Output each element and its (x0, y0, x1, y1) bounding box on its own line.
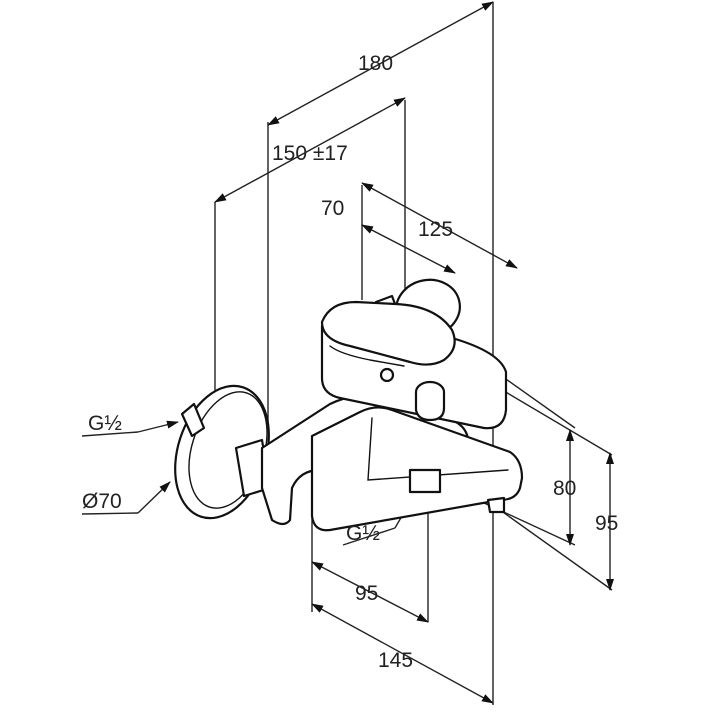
dim-line-145 (311, 603, 494, 704)
dim-label-80: 80 (553, 477, 576, 500)
dim-label-95-width: 95 (355, 582, 378, 605)
dim-line-150 (214, 97, 406, 203)
rosette-diameter-label: Ø70 (82, 490, 122, 513)
dim-line-125 (361, 182, 518, 269)
dim-label-180: 180 (358, 52, 393, 75)
dim-label-95-height: 95 (595, 512, 618, 535)
leader-rosette-diameter (137, 481, 171, 514)
dim-label-70: 70 (321, 197, 344, 220)
leader-rosette-underline (81, 512, 139, 515)
ext-line-spout-bottom (492, 504, 613, 591)
spout-inner-edge (367, 417, 509, 481)
dim-label-125: 125 (418, 218, 453, 241)
outlet-thread-label: G½ (346, 522, 380, 545)
leader-inlet-thread (137, 420, 179, 433)
inlet-thread-label: G½ (88, 412, 122, 435)
outlet-nut (408, 468, 442, 494)
diverter-pin (379, 367, 395, 383)
dimension-lines (81, 1, 614, 704)
inlet-thread-stub (180, 402, 206, 438)
dimension-labels: 180 150 ±17 70 125 80 95 95 145 G½ Ø70 G… (82, 52, 618, 672)
lever-handle (320, 300, 456, 366)
faucet-body (174, 278, 524, 532)
diverter-knob (414, 390, 446, 422)
dim-label-150: 150 ±17 (272, 142, 348, 165)
leader-outlet-underline (342, 527, 396, 546)
dim-label-145: 145 (378, 649, 413, 672)
lever-handle-edge (329, 345, 405, 367)
leader-inlet-underline (81, 431, 139, 437)
spout-tip (486, 496, 506, 514)
